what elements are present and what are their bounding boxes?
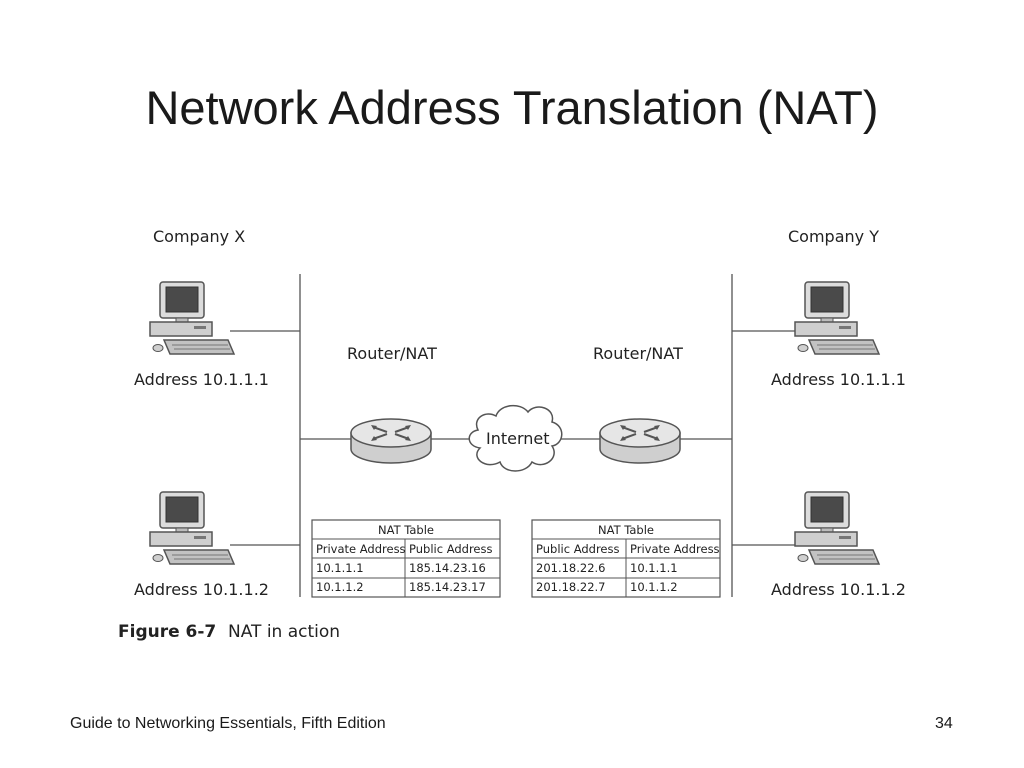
slide-title: Network Address Translation (NAT) xyxy=(145,81,879,134)
internet-label: Internet xyxy=(486,429,550,448)
cloud-icon xyxy=(468,404,563,472)
nat-table-right-cell: 10.1.1.2 xyxy=(630,580,678,594)
figure-number: Figure 6-7 xyxy=(118,622,216,642)
address-label-x-bottom: Address 10.1.1.2 xyxy=(134,580,269,599)
computer-icon-y-top xyxy=(794,281,880,355)
company-y-label: Company Y xyxy=(788,227,879,246)
nat-table-right-cell: 10.1.1.1 xyxy=(630,561,678,575)
nat-table-left: NAT Table Private Address Public Address… xyxy=(311,519,501,598)
network-lines xyxy=(230,274,800,597)
address-label-x-top: Address 10.1.1.1 xyxy=(134,370,269,389)
router-label-left: Router/NAT xyxy=(347,344,437,363)
nat-table-right-header: Public Address xyxy=(536,542,620,556)
footer-text: Guide to Networking Essentials, Fifth Ed… xyxy=(70,715,386,732)
nat-table-right: NAT Table Public Address Private Address… xyxy=(531,519,721,598)
computer-icon-x-top xyxy=(149,281,235,355)
nat-table-right-header: Private Address xyxy=(630,542,720,556)
nat-table-left-cell: 10.1.1.2 xyxy=(316,580,364,594)
computer-icon-y-bottom xyxy=(794,491,880,565)
router-icon-left xyxy=(350,418,432,464)
nat-table-left-title: NAT Table xyxy=(378,523,434,537)
nat-table-left-cell: 185.14.23.17 xyxy=(409,580,486,594)
router-label-right: Router/NAT xyxy=(593,344,683,363)
figure-caption: NAT in action xyxy=(228,622,340,642)
address-label-y-bottom: Address 10.1.1.2 xyxy=(771,580,906,599)
nat-table-left-header: Private Address xyxy=(316,542,406,556)
page-number: 34 xyxy=(935,715,953,732)
computer-icon-x-bottom xyxy=(149,491,235,565)
nat-table-right-cell: 201.18.22.6 xyxy=(536,561,606,575)
nat-table-left-cell: 185.14.23.16 xyxy=(409,561,486,575)
nat-table-right-cell: 201.18.22.7 xyxy=(536,580,606,594)
nat-table-left-header: Public Address xyxy=(409,542,493,556)
nat-table-left-cell: 10.1.1.1 xyxy=(316,561,364,575)
company-x-label: Company X xyxy=(153,227,245,246)
address-label-y-top: Address 10.1.1.1 xyxy=(771,370,906,389)
router-icon-right xyxy=(599,418,681,464)
nat-table-right-title: NAT Table xyxy=(598,523,654,537)
